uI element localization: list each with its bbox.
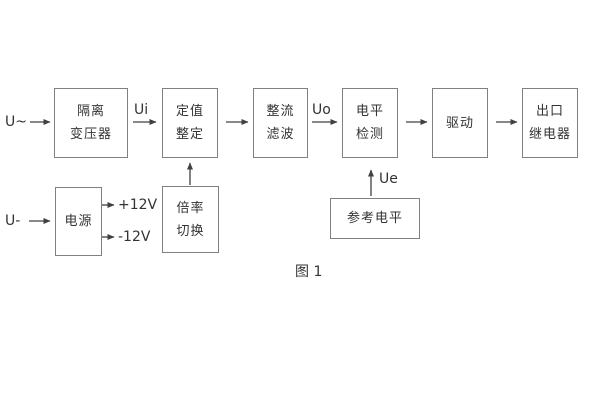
block-label: 滤波 <box>266 127 295 142</box>
plus-12v-label: +12V <box>118 197 158 213</box>
block-output-relay: 出口 继电器 <box>522 88 578 158</box>
block-ratio-switching: 倍率 切换 <box>162 186 219 253</box>
block-label: 倍率 <box>176 200 205 216</box>
block-label: 变压器 <box>69 127 112 142</box>
block-label: 切换 <box>176 223 205 239</box>
block-label: 隔离 <box>76 104 105 119</box>
block-label: 电源 <box>64 214 93 229</box>
block-label: 检测 <box>355 127 384 142</box>
block-reference-level: 参考电平 <box>330 198 420 239</box>
block-label: 参考电平 <box>346 211 403 226</box>
block-isolation-transformer: 隔离 变压器 <box>54 88 128 158</box>
minus-12v-label: -12V <box>118 229 151 245</box>
block-level-detection: 电平 检测 <box>342 88 398 158</box>
block-label: 驱动 <box>445 115 474 131</box>
block-power-supply: 电源 <box>55 187 102 256</box>
block-label: 整流 <box>266 104 295 119</box>
block-rectifier-filter: 整流 滤波 <box>253 88 308 158</box>
block-label: 整定 <box>175 127 204 142</box>
ac-input-label: U~ <box>5 114 27 130</box>
uo-signal-label: Uo <box>312 102 331 118</box>
block-driver: 驱动 <box>432 88 488 158</box>
block-label: 出口 <box>535 104 564 119</box>
ue-signal-label: Ue <box>379 171 398 187</box>
dc-input-label: U- <box>5 213 21 229</box>
ui-signal-label: Ui <box>134 102 149 118</box>
block-label: 定值 <box>175 104 204 119</box>
block-setting-adjustment: 定值 整定 <box>162 88 218 158</box>
block-label: 电平 <box>355 104 384 119</box>
block-label: 继电器 <box>528 127 571 142</box>
figure-caption: 图 1 <box>295 264 323 280</box>
